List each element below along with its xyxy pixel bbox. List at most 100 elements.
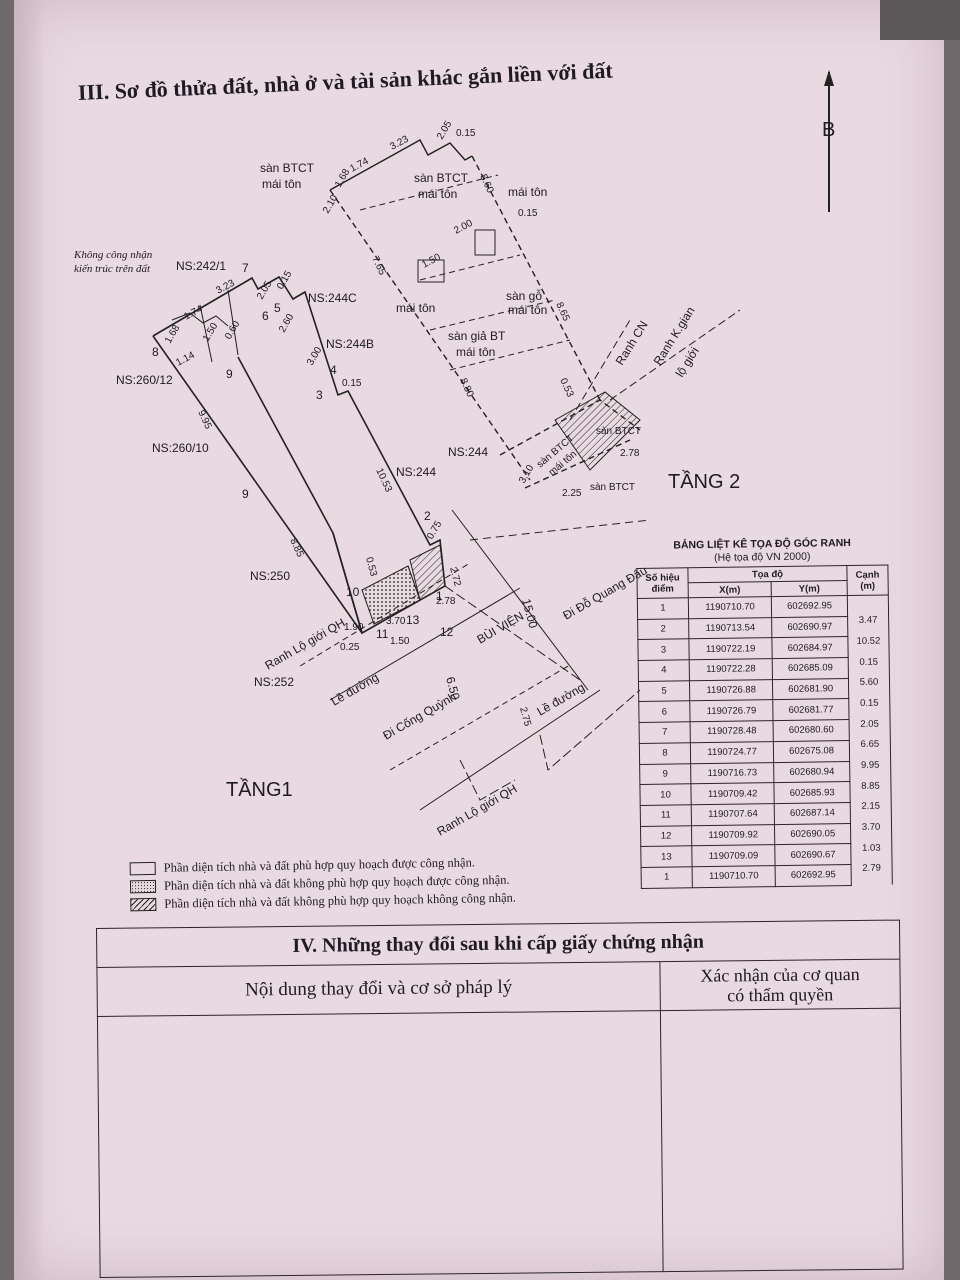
- dim1-2-75: 2.75: [517, 706, 533, 728]
- coordinate-cell-x: 1190713.54: [688, 617, 773, 640]
- dim1-2-60: 2.60: [277, 312, 296, 335]
- dim1-0-15-a: 0.15: [275, 269, 294, 292]
- point-13: 13: [406, 613, 420, 627]
- floor1-plot: [152, 275, 446, 635]
- dim2-2-10: 2.10: [321, 193, 340, 216]
- dim1-0-53: 0.53: [363, 556, 379, 578]
- coordinate-cell-x: 1190710.70: [692, 865, 776, 888]
- dim1-1-68: 1.68: [163, 323, 182, 346]
- road-bui-vien: [299, 562, 601, 811]
- coordinate-cell-pt: 5: [638, 680, 690, 702]
- dim1-0-60: 0.60: [223, 319, 242, 342]
- land-plot-diagram: B Không công nhận: [73, 70, 835, 839]
- dim1-9: 9: [242, 487, 249, 501]
- coordinate-table-block: BẢNG LIỆT KÊ TỌA ĐỘ GÓC RANH (Hệ tọa độ …: [636, 536, 893, 889]
- north-label: B: [822, 119, 835, 141]
- changes-column-header: Nội dung thay đổi và cơ sở pháp lý: [96, 961, 661, 1017]
- dim1-0-25: 0.25: [340, 642, 360, 653]
- coordinate-cell-x: 1190722.28: [689, 658, 773, 681]
- dim1-15-00: 15.00: [519, 597, 540, 630]
- point-12: 12: [440, 625, 454, 639]
- note-not-recognized-1: Không công nhận: [73, 249, 153, 261]
- neighbor-244: NS:244: [396, 465, 436, 479]
- legend: Phần diện tích nhà và đất phù hợp quy ho…: [129, 853, 517, 914]
- mat-mai-ton-3: mái tôn: [508, 185, 547, 199]
- road-cong-quynh-label: Đi Cống Quỳnh: [381, 689, 459, 742]
- header-edge: Cạnh(m): [846, 564, 889, 596]
- point-10: 10: [346, 585, 360, 599]
- coordinate-cell-x: 1190709.42: [690, 782, 775, 805]
- dim1-2-05: 2.05: [255, 279, 274, 302]
- mat-mai-ton-1: mái tôn: [262, 177, 301, 191]
- neighbor-244b: NS:244B: [326, 337, 374, 351]
- road-ranh-lo-gioi-2: Ranh Lộ giới QH: [435, 782, 520, 839]
- edge-length-cell: 5.60: [848, 667, 890, 689]
- changes-content-cell[interactable]: [97, 1010, 664, 1278]
- dim2-7-65: 7.65: [369, 255, 387, 278]
- coordinate-cell-pt: 11: [640, 804, 692, 827]
- mat-san-btct-5: sàn BTCT: [590, 482, 635, 493]
- coordinate-cell-pt: 13: [640, 846, 693, 868]
- background-corner: [880, 0, 960, 40]
- edge-length-cell: 3.47: [847, 604, 889, 627]
- dim2-1-74: 1.74: [348, 156, 371, 175]
- dim1-1-50: 1.50: [390, 636, 410, 647]
- coordinate-cell-y: 602681.77: [773, 698, 850, 721]
- neighbor-244c: NS:244C: [308, 291, 357, 305]
- dim2-0-15-b: 0.15: [518, 208, 538, 219]
- dim2-2-05: 2.05: [435, 119, 454, 142]
- mat-san-gia-bt: sàn giả BT: [448, 329, 506, 343]
- coordinate-cell-y: 602692.95: [771, 595, 848, 618]
- legend-swatch-hatch: [130, 897, 157, 911]
- edge-length-cell: 9.95: [849, 749, 891, 772]
- mat-mai-ton-4: mái tôn: [396, 301, 435, 315]
- dim1-1-14: 1.14: [174, 350, 197, 369]
- neighbor-242-1: NS:242/1: [176, 259, 226, 273]
- coordinate-cell-y: 602685.09: [772, 657, 849, 680]
- dim2-3-23: 3.23: [388, 134, 411, 153]
- dim1-0-15-b: 0.15: [342, 378, 362, 389]
- coordinate-cell-pt: 7: [639, 721, 691, 744]
- coordinate-cell-pt: 8: [639, 742, 691, 764]
- coordinate-cell-y: 602690.05: [774, 823, 851, 845]
- road-ranh-lo-gioi-1: Ranh Lộ giới QH: [263, 616, 348, 673]
- point-7: 7: [242, 261, 249, 275]
- section-iv: IV. Những thay đổi sau khi cấp giấy chứn…: [96, 920, 904, 1278]
- legend-swatch-dots: [129, 879, 157, 893]
- coordinate-cell-pt: 9: [639, 763, 691, 785]
- coordinate-cell-pt: 12: [640, 825, 692, 847]
- mat-san-go: sàn gỗ: [506, 288, 542, 303]
- coordinate-cell-pt: 4: [638, 659, 690, 682]
- note-not-recognized-2: kiến trúc trên đất: [74, 263, 151, 275]
- dim2-2-00: 2.00: [452, 218, 475, 237]
- coordinate-cell-y: 602690.97: [771, 616, 848, 638]
- coordinate-cell-x: 1190726.79: [689, 700, 774, 722]
- edge-length-cell: 6.65: [849, 729, 891, 751]
- authority-content-cell[interactable]: [660, 1008, 904, 1272]
- coordinate-cell-y: 602675.08: [773, 740, 850, 763]
- mat-san-btct-4: sàn BTCT: [596, 426, 641, 437]
- dim1-3-00: 3.00: [305, 345, 324, 368]
- mat-san-btct-1: sàn BTCT: [260, 161, 315, 175]
- edge-length-cell: 10.52: [847, 625, 890, 647]
- neighbor-244-floor2: NS:244: [448, 445, 488, 459]
- coordinate-cell-y: 602690.67: [775, 843, 852, 866]
- lo-gioi-label: lộ giới: [673, 345, 702, 380]
- dim2-0-53: 0.53: [557, 377, 575, 400]
- mat-mai-ton-6: mái tôn: [456, 345, 495, 359]
- header-x: X(m): [688, 581, 772, 598]
- coordinate-cell-y: 602680.94: [773, 761, 850, 783]
- dim1-1-74: 1.74: [182, 304, 205, 323]
- dim2-8-80: 8.80: [457, 377, 475, 400]
- edge-length-cell: 3.70: [850, 811, 892, 834]
- coordinate-cell-pt: 1: [637, 597, 689, 620]
- dim1-2-78: 2.78: [436, 596, 456, 607]
- neighbor-260-10: NS:260/10: [152, 441, 209, 455]
- edge-length-cell: 1.03: [850, 832, 892, 854]
- coordinate-cell-pt: 10: [639, 783, 692, 806]
- coordinate-cell-x: 1190716.73: [690, 762, 775, 784]
